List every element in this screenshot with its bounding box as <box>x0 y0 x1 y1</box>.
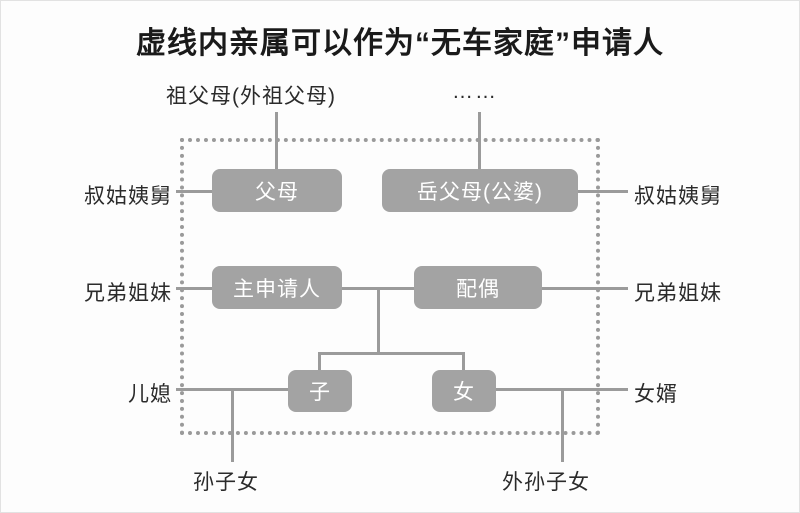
label-uncles-aunts-left: 叔姑姨舅 <box>84 185 172 208</box>
connector-grandchildren-maternal <box>561 388 564 462</box>
connector-uncles-aunts-right <box>578 190 628 193</box>
label-uncles-aunts-right: 叔姑姨舅 <box>634 185 722 208</box>
label-grandchildren-maternal: 外孙子女 <box>502 471 590 494</box>
connector-siblings-left <box>176 287 216 290</box>
connector-marriage-drop <box>377 287 380 354</box>
node-main-applicant[interactable]: 主申请人 <box>212 266 342 309</box>
connector-to-son <box>318 352 321 372</box>
page-title: 虚线内亲属可以作为“无车家庭”申请人 <box>136 27 664 60</box>
connector-to-daughter <box>462 352 465 372</box>
connector-grandparents-to-parents <box>275 112 278 172</box>
label-grandchildren-paternal: 孙子女 <box>193 471 259 494</box>
label-spouse-grandparents-ellipsis: …… <box>452 80 498 103</box>
connector-grandchildren-paternal <box>231 388 234 462</box>
node-parents-in-law[interactable]: 岳父母(公婆) <box>382 169 578 212</box>
node-daughter[interactable]: 女 <box>432 370 496 412</box>
node-son[interactable]: 子 <box>288 370 352 412</box>
label-siblings-left: 兄弟姐妹 <box>84 282 172 305</box>
connector-uncles-aunts-left <box>176 190 216 193</box>
node-parents[interactable]: 父母 <box>212 169 342 212</box>
connector-children-bar <box>318 352 464 355</box>
connector-spouse-grandparents-to-parents-in-law <box>478 112 481 172</box>
label-grandparents: 祖父母(外祖父母) <box>166 85 336 108</box>
node-spouse[interactable]: 配偶 <box>414 266 542 309</box>
label-daughter-in-law: 儿媳 <box>128 383 172 406</box>
label-siblings-right: 兄弟姐妹 <box>634 282 722 305</box>
eligible-family-dotted-border <box>180 138 600 435</box>
connector-siblings-right <box>542 287 628 290</box>
label-son-in-law: 女婿 <box>634 383 678 406</box>
